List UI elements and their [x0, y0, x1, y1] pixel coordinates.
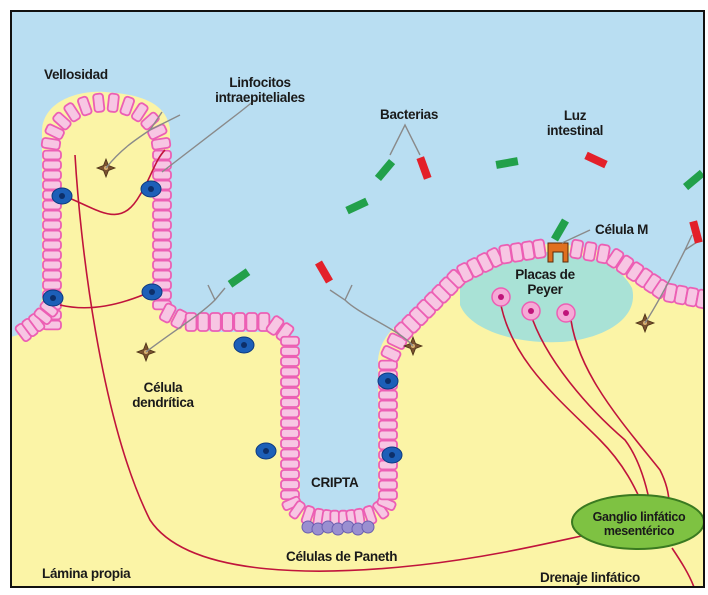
epithelial-cell: [281, 398, 299, 407]
epithelial-cell: [281, 388, 299, 397]
label-placas-peyer: Placas de Peyer: [505, 267, 585, 297]
epithelial-cell: [281, 480, 299, 489]
epithelial-cell: [151, 138, 170, 150]
label-drenaje-linfatico: Drenaje linfático: [540, 570, 640, 585]
epithelial-cell: [696, 289, 708, 309]
epithelial-cell: [379, 401, 397, 410]
epithelial-cell: [281, 439, 299, 448]
epithelial-cell: [153, 211, 171, 220]
epithelial-cell: [222, 313, 233, 331]
epithelial-cell: [281, 378, 299, 387]
epithelial-cell: [43, 171, 61, 180]
epithelial-cell: [43, 211, 61, 220]
epithelial-cell: [379, 391, 397, 400]
epithelial-cell: [570, 239, 584, 259]
epithelial-cell: [281, 347, 299, 356]
epithelial-cell: [281, 449, 299, 458]
label-celula-dendritica: Célula dendrítica: [118, 380, 208, 410]
label-linfocitos: Linfocitos intraepiteliales: [200, 75, 320, 105]
label-vellosidad: Vellosidad: [44, 67, 108, 82]
epithelial-cell: [210, 313, 221, 331]
epithelial-cell: [281, 408, 299, 417]
label-ganglio: Ganglio linfático mesentérico: [575, 510, 703, 538]
epithelial-cell: [43, 261, 61, 270]
epithelial-cell: [153, 221, 171, 230]
epithelial-cell: [107, 93, 119, 112]
epithelial-cell: [43, 251, 61, 260]
epithelial-cell: [379, 491, 397, 500]
epithelial-cell: [43, 271, 61, 280]
label-cripta: CRIPTA: [311, 475, 358, 490]
epithelial-cell: [153, 261, 171, 270]
epithelial-cell: [153, 241, 171, 250]
epithelial-cell: [43, 281, 61, 290]
epithelial-cell: [153, 201, 171, 210]
epithelial-cell: [281, 357, 299, 366]
epithelial-cell: [281, 470, 299, 479]
epithelial-cell: [281, 419, 299, 428]
epithelial-cell: [281, 367, 299, 376]
epithelial-cell: [153, 271, 171, 280]
epithelial-cell: [43, 161, 61, 170]
epithelial-cell: [153, 231, 171, 240]
label-luz-intestinal: Luz intestinal: [535, 108, 615, 138]
epithelial-cell: [43, 151, 61, 160]
epithelial-cell: [379, 471, 397, 480]
epithelial-cell: [379, 431, 397, 440]
label-celula-m: Célula M: [595, 222, 648, 237]
epithelial-cell: [281, 337, 299, 346]
epithelial-cell: [379, 411, 397, 420]
epithelial-cell: [43, 241, 61, 250]
epithelial-cell: [43, 221, 61, 230]
epithelial-cell: [246, 313, 257, 331]
label-paneth: Células de Paneth: [286, 549, 397, 564]
epithelial-cell: [93, 93, 105, 112]
epithelial-cell: [153, 251, 171, 260]
epithelial-cell: [281, 460, 299, 469]
label-lamina-propia: Lámina propia: [42, 566, 130, 581]
paneth-cell: [362, 521, 374, 533]
epithelial-cell: [198, 313, 209, 331]
epithelial-cell: [583, 242, 597, 262]
epithelial-cell: [379, 481, 397, 490]
epithelial-cell: [234, 313, 245, 331]
epithelial-cell: [43, 231, 61, 240]
epithelial-cell: [281, 429, 299, 438]
epithelial-cell: [533, 239, 546, 258]
label-bacterias: Bacterias: [380, 107, 438, 122]
epithelial-cell: [379, 421, 397, 430]
